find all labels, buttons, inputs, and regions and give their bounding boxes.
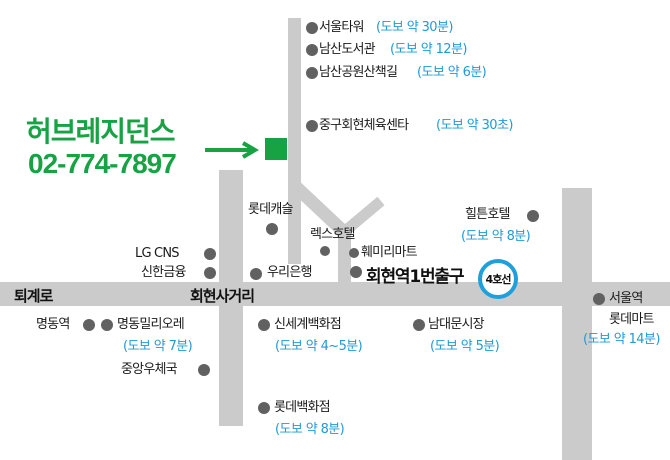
poi-dot-shinhan-financial <box>204 267 216 279</box>
walk-time-namsan-library: (도보 약 12분) <box>390 42 467 57</box>
poi-namdaemun-market: 남대문시장 <box>428 317 485 332</box>
poi-rex-hotel: 렉스호텔 <box>310 227 355 242</box>
poi-lotte-department-store: 롯데백화점 <box>274 400 331 415</box>
walk-time-namdaemun-market: (도보 약 5분) <box>430 339 500 354</box>
poi-dot-namdaemun-market <box>413 319 425 331</box>
walk-time-seoul-tower: (도보 약 30분) <box>376 20 453 35</box>
poi-family-mart: 훼미리마트 <box>361 245 418 260</box>
station-exit-label: 회현역1번출구 <box>366 267 464 287</box>
poi-dot-woori-bank <box>250 268 262 280</box>
poi-woori-bank: 우리은행 <box>267 265 312 280</box>
poi-dot-hilton-hotel <box>527 210 539 222</box>
walk-time-namsan-park-trail: (도보 약 6분) <box>417 65 487 80</box>
poi-myeongdong-migliore: 명동밀리오레 <box>117 317 185 332</box>
poi-hilton-hotel: 힐튼호텔 <box>465 207 510 222</box>
poi-lotte-mart: 롯데마트 <box>609 312 654 327</box>
poi-dot-namsan-library <box>306 44 318 56</box>
poi-seoul-tower: 서울타워 <box>319 20 364 35</box>
poi-dot-lotte-department-store <box>258 402 270 414</box>
road-main-horizontal <box>0 282 670 306</box>
poi-dot-family-mart <box>349 248 359 258</box>
road-vertical-hoehyeon-intersection <box>219 170 243 426</box>
poi-lotte-castle: 롯데캐슬 <box>248 202 293 217</box>
poi-dot-shinsegae <box>258 319 270 331</box>
subway-line4-badge: 4호선 <box>478 259 518 299</box>
poi-shinhan-financial: 신한금융 <box>141 265 186 280</box>
walk-time-shinsegae: (도보 약 4~5분) <box>275 339 363 354</box>
poi-shinsegae: 신세계백화점 <box>274 317 342 332</box>
subway-line-label: 4호선 <box>485 273 512 286</box>
poi-dot-rex-hotel <box>320 246 330 256</box>
poi-dot-lg-cns <box>204 248 216 260</box>
arrow-right-icon <box>205 141 259 159</box>
walk-time-junggu-sports-center: (도보 약 30초) <box>436 118 513 133</box>
poi-dot-seoul-station <box>593 293 605 305</box>
walk-time-hilton-hotel: (도보 약 8분) <box>461 229 531 244</box>
poi-dot-myeongdong-migliore <box>101 319 113 331</box>
road-name-hoehyeon-intersection: 회현사거리 <box>190 287 255 305</box>
walk-time-myeongdong-migliore: (도보 약 7분) <box>123 339 193 354</box>
poi-dot-lotte-castle <box>266 223 278 235</box>
poi-dot-myeongdong-station <box>83 319 95 331</box>
poi-seoul-station: 서울역 <box>609 291 643 306</box>
poi-namsan-park-trail: 남산공원산책길 <box>319 65 398 80</box>
station-dot <box>350 266 362 278</box>
road-vertical-north <box>288 18 301 264</box>
poi-dot-namsan-park-trail <box>306 67 318 79</box>
residence-phone: 02-774-7897 <box>28 148 177 179</box>
poi-dot-seoul-tower <box>306 22 318 34</box>
poi-junggu-sports-center: 중구회현체육센타 <box>319 118 409 133</box>
walk-time-lotte-department-store: (도보 약 8분) <box>275 422 345 437</box>
poi-central-post-office: 중앙우체국 <box>121 362 178 377</box>
residence-location-marker <box>265 138 287 160</box>
road-vertical-seoul-station <box>562 188 592 460</box>
poi-dot-central-post-office <box>198 364 210 376</box>
residence-name: 허브레지던스 <box>26 116 176 147</box>
poi-namsan-library: 남산도서관 <box>319 42 376 57</box>
poi-dot-junggu-sports-center <box>306 120 318 132</box>
poi-myeongdong-station: 명동역 <box>36 317 70 332</box>
poi-lg-cns: LG CNS <box>135 246 179 261</box>
walk-time-lotte-mart: (도보 약 14분) <box>583 332 660 347</box>
road-vertical-station <box>338 225 351 287</box>
road-name-toegye-ro: 퇴계로 <box>14 287 53 305</box>
